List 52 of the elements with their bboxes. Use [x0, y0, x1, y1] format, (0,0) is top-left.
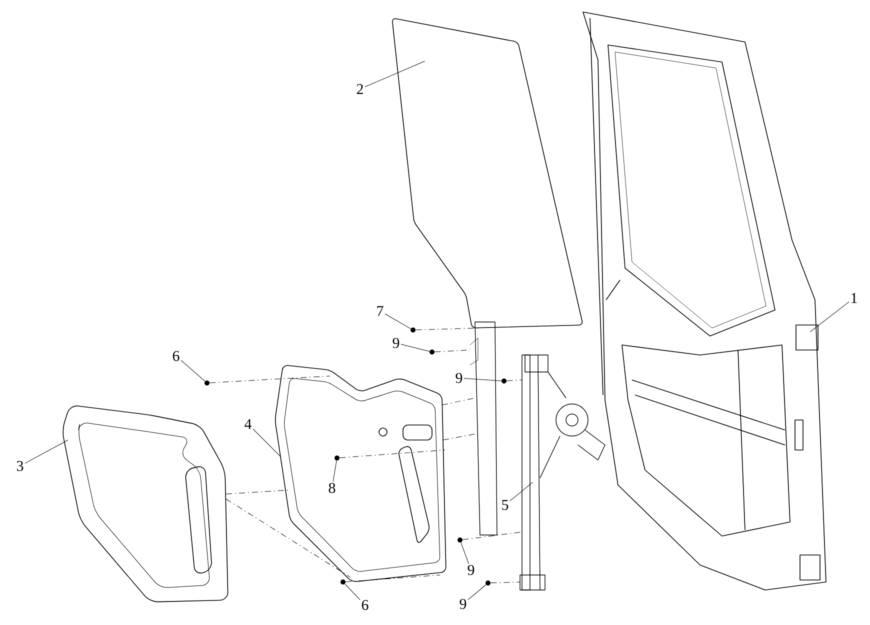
screw-drawing [340, 580, 346, 584]
leader-line [510, 482, 534, 502]
screw-drawing [204, 380, 210, 386]
leader-line [400, 344, 430, 352]
assembly-line [506, 380, 522, 382]
leader-line [468, 584, 486, 600]
assembly-line [462, 532, 522, 540]
leader-line [460, 542, 469, 564]
assembly-line [442, 398, 476, 406]
callout-number: 5 [502, 500, 508, 510]
regulator-drawing [520, 354, 606, 590]
screw-drawing [334, 456, 340, 460]
callout-number: 9 [456, 372, 462, 384]
assembly-line [226, 490, 290, 494]
leader-line [252, 428, 282, 458]
callout-number: 4 [244, 419, 252, 429]
assembly-line [345, 574, 440, 582]
screw-drawing [410, 328, 416, 332]
screw-drawing [502, 378, 506, 384]
callout-number: 7 [377, 306, 384, 316]
callout-number: 9 [460, 598, 466, 610]
leader-line [364, 60, 426, 88]
channel-drawing [470, 322, 498, 536]
glass-drawing [392, 18, 583, 328]
assembly-line [434, 350, 470, 352]
leader-line [344, 584, 360, 600]
assembly-line [209, 376, 330, 384]
assembly-line [415, 328, 478, 330]
screw-drawing [486, 580, 490, 586]
screw-drawing [458, 538, 462, 542]
seal-drawing [62, 406, 228, 602]
callout-number: 9 [392, 338, 400, 348]
assembly-line [339, 450, 446, 458]
assembly-line [226, 498, 350, 578]
callout-number: 6 [362, 600, 368, 610]
callout-number: 9 [468, 564, 474, 576]
callout-number: 6 [172, 350, 180, 362]
leader-line [180, 360, 206, 382]
leader-line [24, 440, 68, 464]
panel-drawing [275, 365, 446, 582]
screw-drawing [430, 350, 434, 354]
leader-line [332, 460, 337, 482]
leader-line [384, 314, 411, 329]
assembly-line [490, 582, 520, 584]
callout-number: 1 [852, 293, 857, 303]
callout-number: 3 [16, 460, 24, 472]
leader-line [810, 302, 850, 332]
leader-line [464, 378, 502, 382]
door-drawing [582, 12, 826, 590]
callout-number: 2 [356, 84, 363, 94]
callout-number: 8 [328, 482, 336, 494]
assembly-line [442, 434, 476, 440]
